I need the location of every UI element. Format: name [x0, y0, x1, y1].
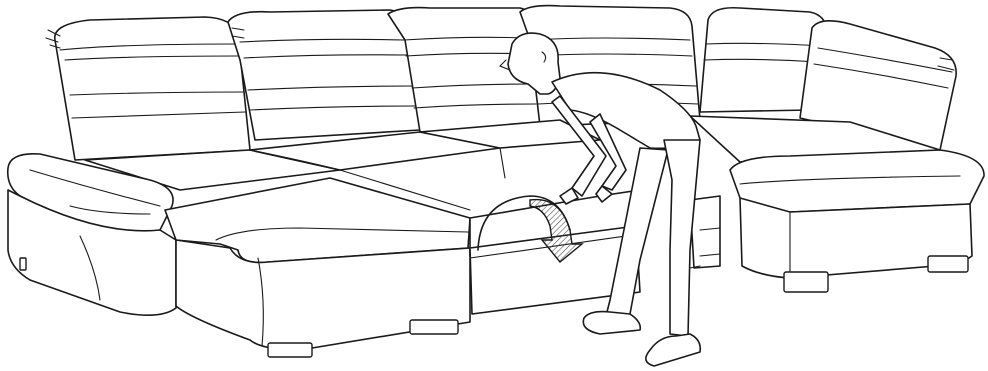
sofa-foot	[410, 320, 458, 334]
left-chaise	[8, 154, 470, 357]
person-shoe-front	[646, 334, 700, 366]
sofa-foot	[928, 256, 968, 272]
right-seat-cushion	[730, 150, 984, 212]
sofa-foot	[268, 343, 312, 357]
backrest-middle-left	[228, 10, 420, 140]
backrest-left	[55, 17, 250, 160]
person-shoe-back	[583, 312, 640, 334]
sofa-foot	[784, 272, 828, 292]
right-corner-module	[690, 150, 984, 292]
